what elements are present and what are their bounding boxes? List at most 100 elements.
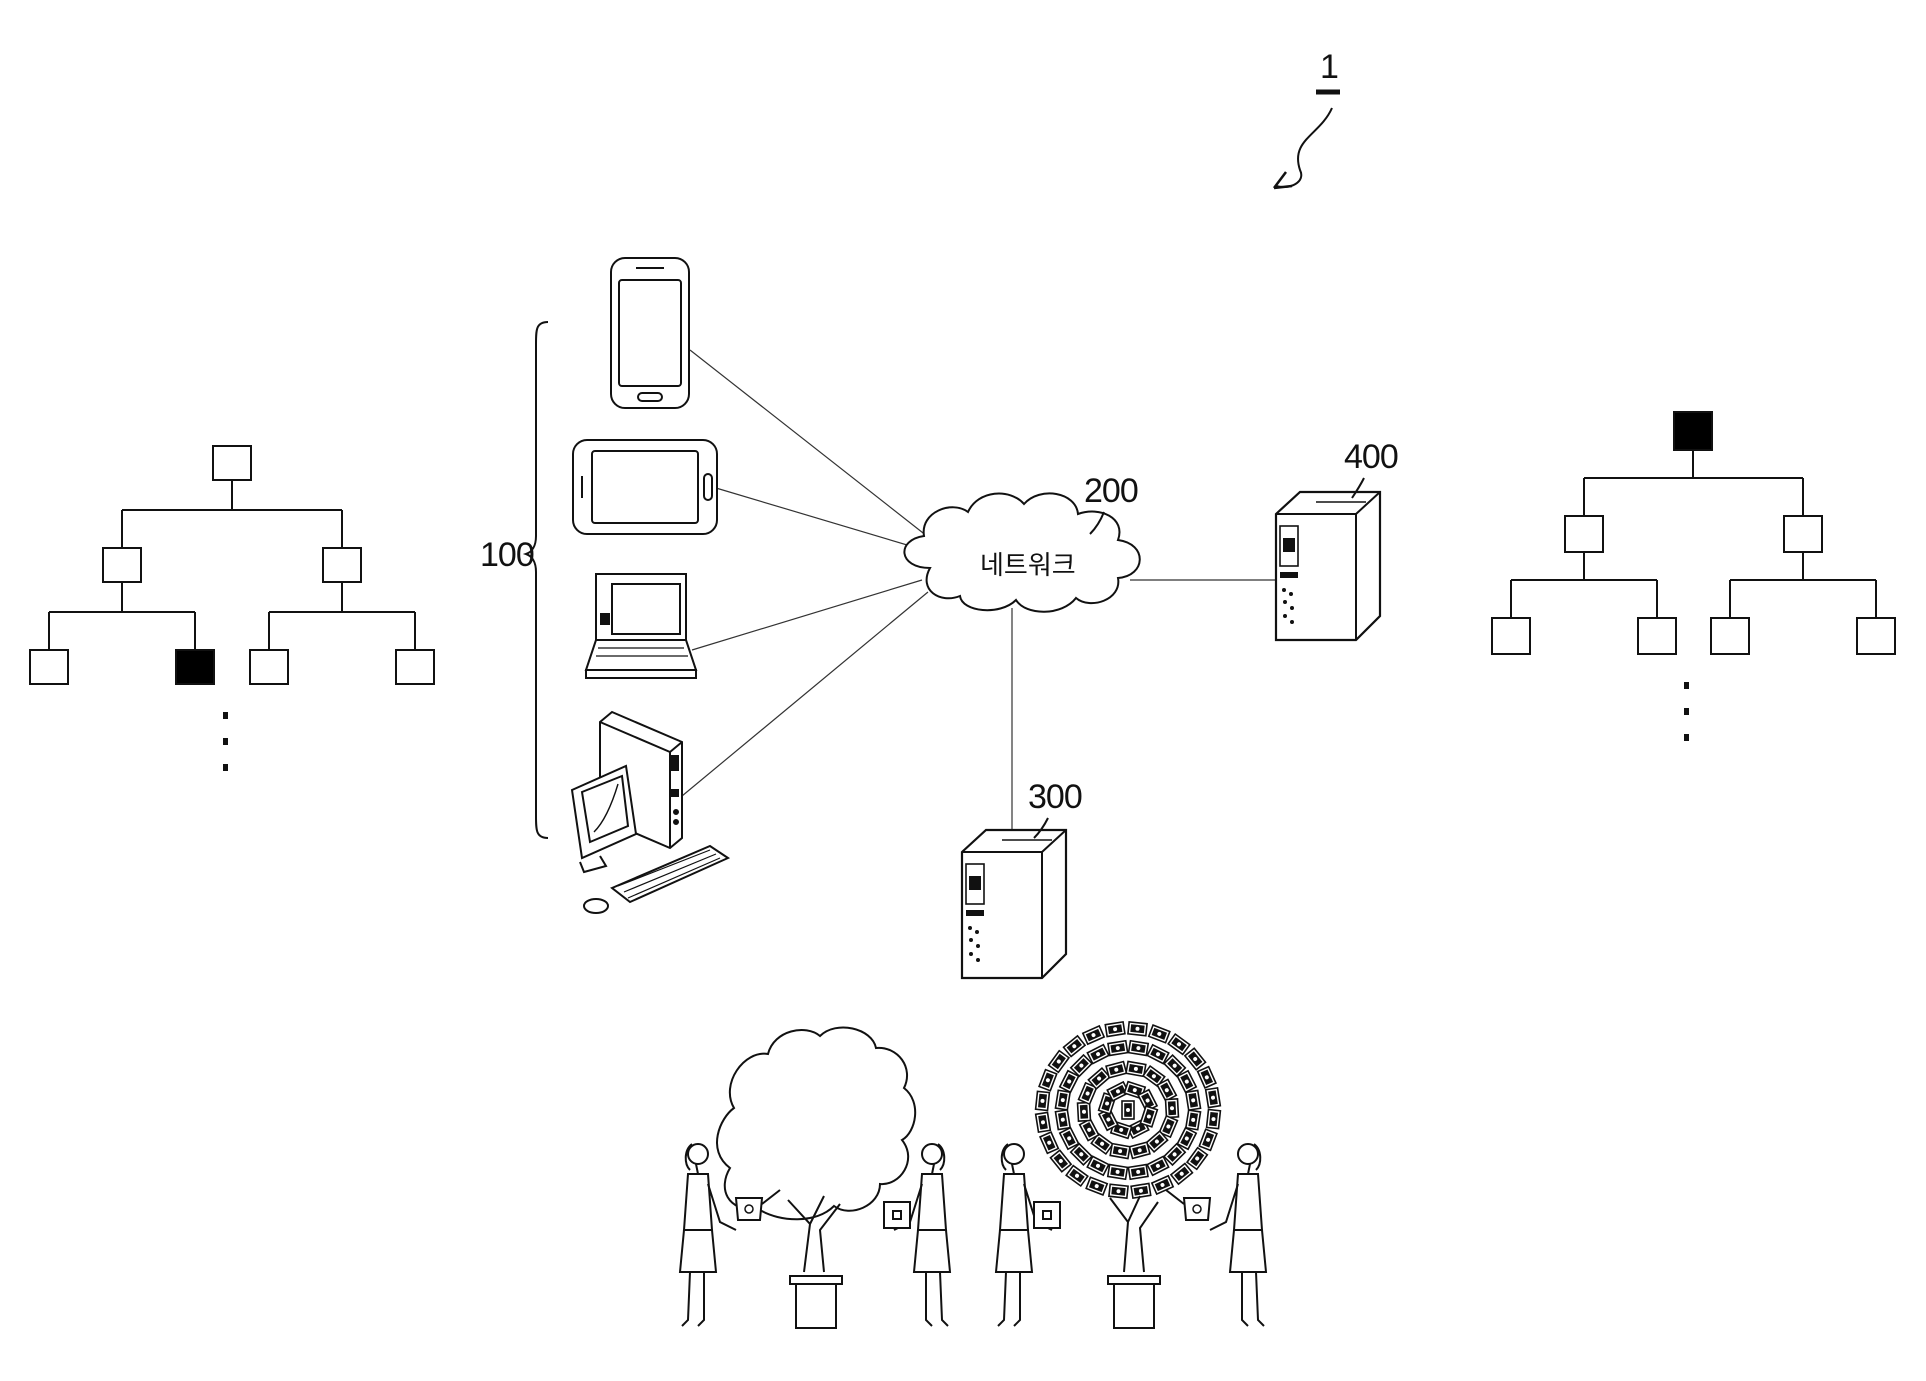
banknote-icon: [1085, 1176, 1109, 1196]
server-400-leader: [1351, 477, 1365, 499]
banknote-icon: [1146, 1155, 1170, 1177]
pot-icon: [789, 1275, 843, 1329]
server-icon: [960, 828, 1068, 980]
banknote-icon: [1054, 1089, 1072, 1111]
tree-icon: [716, 1026, 917, 1329]
banknote-icon: [1146, 1043, 1170, 1065]
banknote-icon: [1069, 1142, 1094, 1167]
banknote-icon: [1162, 1053, 1187, 1078]
banknote-icon: [1141, 1064, 1166, 1088]
banknote-icon: [1184, 1109, 1202, 1131]
banknote-icon: [1125, 1060, 1147, 1078]
server-300-label: 300: [1028, 778, 1082, 816]
banknote-icon: [1127, 1163, 1149, 1181]
banknote-icon: [1121, 1100, 1135, 1120]
banknote-icon: [1145, 1129, 1169, 1154]
left-tree-leaf: [29, 649, 69, 685]
banknote-icon: [1077, 1081, 1098, 1106]
banknote-icon: [1176, 1069, 1198, 1094]
banknote-icon: [1169, 1162, 1194, 1186]
server-300-leader: [1033, 817, 1049, 839]
banknote-icon: [1176, 1126, 1198, 1151]
network-ref-number: 200: [1084, 472, 1138, 510]
banknote-icon: [1086, 1043, 1110, 1065]
right-tree-leaf: [1856, 617, 1896, 655]
laptop-icon: [584, 573, 698, 679]
banknote-icon: [1039, 1130, 1060, 1155]
banknote-icon: [1054, 1108, 1072, 1131]
left-tree-node-l: [102, 547, 142, 583]
pot-icon: [1107, 1275, 1161, 1329]
banknote-icon: [1038, 1068, 1058, 1092]
right-tree-leaf: [1710, 617, 1750, 655]
banknote-icon: [1107, 1039, 1129, 1057]
banknote-icon: [1127, 1039, 1150, 1057]
link-tablet: [715, 487, 925, 551]
left-tree: [29, 445, 435, 771]
server-400-label: 400: [1344, 438, 1398, 476]
banknote-icon: [1106, 1080, 1130, 1102]
left-tree-leaf: [395, 649, 435, 685]
server-icon: [1274, 490, 1382, 642]
banknote-icon: [1128, 1141, 1151, 1160]
smartphone-icon: [610, 257, 690, 409]
banknote-icon: [1086, 1155, 1110, 1177]
banknote-icon: [1047, 1049, 1071, 1074]
link-smartphone: [689, 349, 933, 541]
banknote-icon: [1164, 1098, 1180, 1119]
link-desktop: [681, 591, 929, 797]
banknote-icon: [1130, 1182, 1152, 1200]
figure-reference: 1: [1273, 48, 1340, 190]
network-links: [681, 349, 1276, 862]
banknote-icon: [1183, 1047, 1207, 1071]
banknote-icon: [1167, 1032, 1191, 1056]
banknote-icon: [1105, 1060, 1128, 1079]
banknote-icon: [1087, 1066, 1111, 1091]
money-bag-icon: [1033, 1201, 1061, 1229]
banknote-icon: [1147, 1024, 1171, 1044]
banknote-icon: [1162, 1142, 1187, 1167]
figure-number: 1: [1320, 48, 1338, 86]
banknote-icon: [1127, 1021, 1148, 1037]
client-group-label: 100: [480, 536, 534, 574]
desktop-pc-icon: [570, 710, 731, 914]
banknote-icon: [1081, 1024, 1106, 1046]
banknote-icon: [1049, 1149, 1073, 1173]
banknote-icon: [1185, 1146, 1209, 1171]
banknote-icon: [1076, 1101, 1092, 1122]
banknote-icon: [1065, 1164, 1089, 1188]
tablet-icon: [572, 439, 718, 535]
banknote-icon: [1058, 1069, 1080, 1094]
banknote-icon: [1062, 1034, 1087, 1058]
server-300: 300: [960, 778, 1083, 980]
banknote-icon: [1034, 1111, 1052, 1134]
banknote-icon: [1205, 1108, 1222, 1130]
network-label: 네트워크: [980, 551, 1076, 581]
left-tree-leaf: [249, 649, 289, 685]
network-ref-leader: [1089, 511, 1105, 535]
banknote-icon: [1106, 1163, 1129, 1181]
banknote-icon: [1196, 1065, 1217, 1090]
right-tree-continuation-dots: [1684, 682, 1689, 741]
right-tree-node-l: [1564, 515, 1604, 553]
banknote-icon: [1184, 1089, 1202, 1112]
link-laptop: [691, 579, 923, 651]
client-group-brace: 100: [480, 321, 549, 839]
cloud-network-icon: 네트워크 200: [903, 472, 1141, 613]
right-tree: [1491, 411, 1896, 741]
right-tree-leaf: [1491, 617, 1531, 655]
banknote-icon: [1034, 1090, 1051, 1112]
money-bag-icon: [883, 1201, 911, 1229]
banknote-icon: [1078, 1117, 1100, 1142]
banknote-icon: [1058, 1126, 1080, 1151]
left-tree-leaf-highlighted: [175, 649, 215, 685]
server-400: 400: [1274, 438, 1399, 642]
banknote-icon: [1104, 1020, 1126, 1038]
banknote-icon: [1108, 1183, 1129, 1199]
banknote-icon: [1109, 1142, 1131, 1160]
left-tree-continuation-dots: [223, 712, 228, 771]
left-tree-node-r: [322, 547, 362, 583]
right-tree-node-r: [1783, 515, 1823, 553]
banknote-icon: [1139, 1105, 1159, 1128]
